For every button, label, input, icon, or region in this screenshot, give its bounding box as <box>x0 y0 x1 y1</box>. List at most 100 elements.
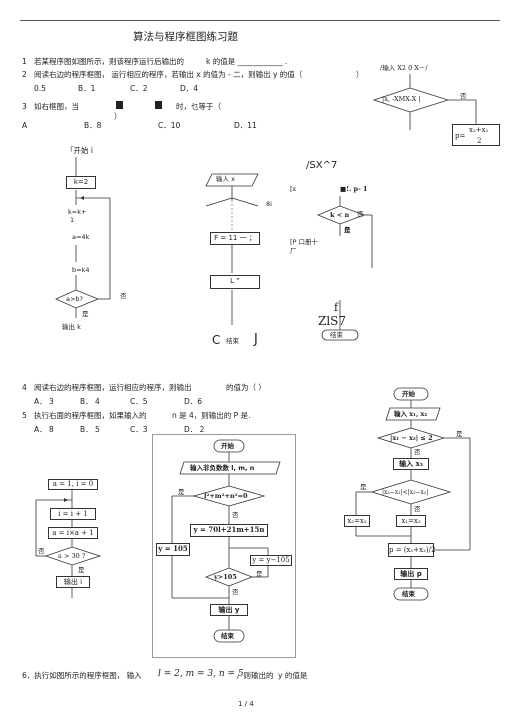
flow6-no2: 否 <box>232 588 239 596</box>
flow6-yes2: 是 <box>256 570 263 578</box>
q4-text: 阅读右边的程序框图，运行相应的程序，则输出 <box>34 383 192 392</box>
flow7-a1: x₂=x₃ <box>344 515 370 527</box>
flow7-input: 输入 x₁, x₂ <box>394 410 428 418</box>
flow7-yes2: 是 <box>360 483 367 491</box>
flow7-end: 结束 <box>402 590 415 598</box>
flow3-cond: |x, -XMX-X | <box>382 95 421 103</box>
flow6-out: 输出 y <box>210 604 248 616</box>
flow1-output: 输出 k <box>62 323 81 331</box>
page-number: 1 / 4 <box>238 700 254 708</box>
flow6-sub: y = y−105 <box>250 555 292 566</box>
q5-number: 5 <box>22 411 27 420</box>
flow7-p: p = (x₁+x₂)/2 <box>388 543 435 557</box>
flow2-output: L ” <box>210 275 260 289</box>
flow5-yes: 是 <box>78 566 85 574</box>
flow3-p-top: x₂+x₁ <box>469 126 489 134</box>
q4-option-a: A． 3 <box>34 397 54 406</box>
title-rule <box>20 20 500 21</box>
flow6-input: 输入非负数数 l, m, n <box>190 464 255 472</box>
q6-text: 6．执行如图所示的程序框图， 输入 <box>22 671 142 680</box>
flow7-a2: x₁=x₃ <box>396 515 426 527</box>
q2-option-a: 0.5 <box>34 84 46 93</box>
q5-option-d: D． 2 <box>184 425 205 434</box>
q2-option-b: B．1 <box>78 84 96 93</box>
q6-tail: ，则输出的 <box>236 671 274 680</box>
flow2-end-c: C <box>212 333 221 347</box>
flow4-ip: ■!. p- 1 <box>340 185 368 193</box>
q5-option-b: B． 5 <box>80 425 100 434</box>
q2-option-d: D．4 <box>180 84 199 93</box>
flow1-yes: 是 <box>82 310 89 318</box>
q3-text: 如右框图，当 <box>34 102 79 111</box>
flow5-no: 否 <box>38 547 45 555</box>
flow4-f: f <box>334 301 339 314</box>
flow1-start: 「开始 i <box>66 146 93 155</box>
flow5-init: a = 1, i = 0 <box>48 479 98 490</box>
flow7-yes: 是 <box>456 430 463 438</box>
flow7-start: 开始 <box>402 390 415 398</box>
flow4-ix: [x <box>290 185 297 193</box>
flow6-frame <box>152 434 296 658</box>
flow6-yes: 是 <box>178 488 185 496</box>
q4-option-c: C．5 <box>130 397 148 406</box>
q3-option-a: A <box>22 121 28 130</box>
flow5-assign: a = i×a + 1 <box>48 527 98 539</box>
flow4-end: 结束 <box>330 331 343 339</box>
q4-option-d: D．6 <box>184 397 203 406</box>
flow4-zk: ZlS7 <box>318 314 347 328</box>
page-title: 算法与程序框图练习题 <box>133 31 238 43</box>
q5-text: 执行右面的程序框图，如果输入的 <box>34 411 147 420</box>
q5-option-a: A． 8 <box>34 425 54 434</box>
flow2-end: 结束 <box>226 337 239 345</box>
flow2-s: 8i <box>266 200 272 208</box>
flow7-no2: 否 <box>414 505 421 513</box>
flow3-no: 否 <box>460 92 467 100</box>
q2-paren: ） <box>356 70 364 79</box>
q2-text: 阅读右边的程序框图， 运行相应的程序，若输出 x 的值为 - 二，则输出 y 的… <box>34 70 303 79</box>
flow1-a: a=4k <box>72 233 90 241</box>
q6-formula: l = 2, m = 3, n = 5 <box>158 669 244 679</box>
flow3-input: /输入 X2 0 X－/ <box>380 64 428 72</box>
q1-number: 1 <box>22 57 27 66</box>
flow2-end-j: J <box>254 332 258 347</box>
flow3-p-label: p= <box>455 132 466 140</box>
q3-option-b: B．8 <box>84 121 102 130</box>
flow2-assign: F = 11 一 ； <box>210 232 260 245</box>
flow6-start: 开始 <box>221 442 234 450</box>
q1-blank: k 的值是 ____________ . <box>206 57 288 66</box>
flow7-input3: 输入 x₃ <box>393 458 429 470</box>
q3-mid: 时，乜等于（ <box>176 102 221 111</box>
flow1-no: 否 <box>120 292 127 300</box>
q3-square-mark-2 <box>155 101 162 109</box>
flow1-k-increment-2: 1 <box>70 216 75 224</box>
flow3-p-bot: 2 <box>477 137 482 145</box>
flow7-no: 否 <box>414 448 421 456</box>
q2-option-c: C．2 <box>130 84 148 93</box>
flow6-calc: y = 70l+21m+15n <box>190 524 268 537</box>
q3-option-d: D．11 <box>234 121 257 130</box>
q2-number: 2 <box>22 70 27 79</box>
q4-number: 4 <box>22 383 27 392</box>
flow6-cond2: y>105 <box>214 573 237 581</box>
q3-close: ） <box>114 112 122 121</box>
q5-tail: n 是 4，则输出的 P 是. <box>172 411 251 420</box>
q6-tail2: y 的值是 <box>278 671 308 680</box>
flow7-out: 输出 p <box>394 568 428 580</box>
q3-option-c: C．10 <box>158 121 181 130</box>
flow5-cond: a > 30 ? <box>58 552 86 560</box>
flow4-assign: [P 口册十 <box>290 238 319 246</box>
q3-number: 3 <box>22 102 27 111</box>
flow3-p-box: p= x₂+x₁ 2 <box>452 124 500 146</box>
flow4-cond: k < n <box>330 211 350 219</box>
flow2-input: 输人 x <box>216 175 235 183</box>
flow1-b: b=k4 <box>72 266 90 274</box>
flow6-cond1: l²+m²+n²=0 <box>204 492 248 500</box>
flow6-y105: y = 105 <box>156 543 190 556</box>
flow6-end: 结束 <box>221 632 234 640</box>
